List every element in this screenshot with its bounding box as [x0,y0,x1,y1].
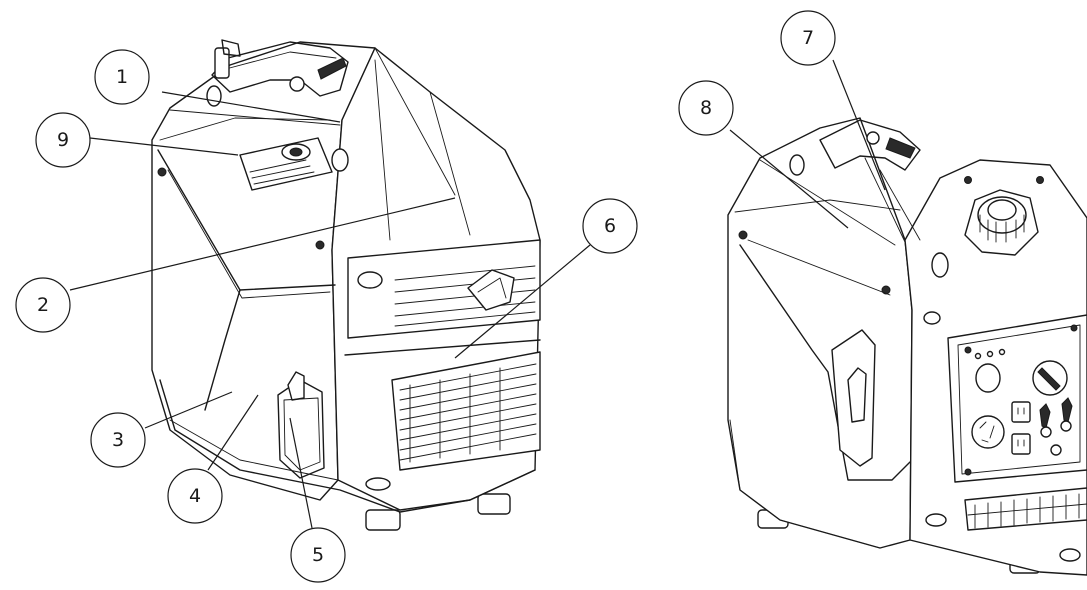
ac-outlet-upper [1011,401,1031,423]
ac-outlet-lower [1011,433,1031,455]
callout-8: 8 [678,80,734,136]
twist-lock-outlet [971,415,1005,449]
foot-left [365,509,401,531]
upper-louver-panel [347,239,541,339]
dc-terminal-right [1061,397,1073,423]
callout-7: 7 [780,10,836,66]
indicator-led-1 [974,352,982,360]
callout-label-8: 8 [700,97,712,119]
callout-label-9: 9 [57,129,69,151]
callout-3: 3 [90,412,146,468]
generator-front-view [151,39,541,531]
handle-grip [317,57,347,80]
leader-1 [161,91,341,123]
generator-rear-view [727,117,1087,576]
dc-terminal-left [1039,403,1051,429]
rear-tab [214,47,230,79]
indicator-led-2 [986,350,994,358]
callout-2: 2 [15,277,71,333]
callouts: 1 9 2 3 4 5 [15,10,886,583]
leader-3 [144,391,233,429]
access-cover-knob [287,371,305,401]
callout-label-4: 4 [189,485,201,507]
leader-6 [454,244,591,359]
callout-9: 9 [35,112,91,168]
callout-6: 6 [582,198,638,254]
leader-8 [729,129,849,229]
callout-4: 4 [167,468,223,524]
leader-7 [832,59,886,191]
callout-label-5: 5 [312,544,324,566]
leader-4 [207,394,259,471]
callout-label-7: 7 [802,27,814,49]
eco-switch [975,363,1001,393]
leader-5 [289,417,313,529]
upper-louvers [394,265,536,327]
foot-right [477,493,511,515]
callout-1: 1 [94,49,150,105]
lower-louvers [399,363,537,461]
control-panel [947,314,1087,483]
recoil-knob [467,269,515,311]
bottom-clip [365,477,391,491]
callout-label-2: 2 [37,294,49,316]
leader-9 [89,137,239,156]
ground-terminal [1050,444,1062,456]
top-handle [211,41,349,97]
side-handle-grip [847,367,867,423]
indicator-led-3 [998,348,1006,356]
exhaust-vent [964,487,1087,531]
callout-5: 5 [290,527,346,583]
top-cap-ribs [249,159,315,185]
leader-2 [69,197,456,291]
callout-label-3: 3 [112,429,124,451]
callout-label-6: 6 [604,215,616,237]
rear-top-handle [819,119,921,171]
callout-label-1: 1 [116,66,128,88]
rear-side-body [727,117,913,549]
fuel-cap-ribs [979,214,1025,243]
handle-hole [289,76,305,92]
